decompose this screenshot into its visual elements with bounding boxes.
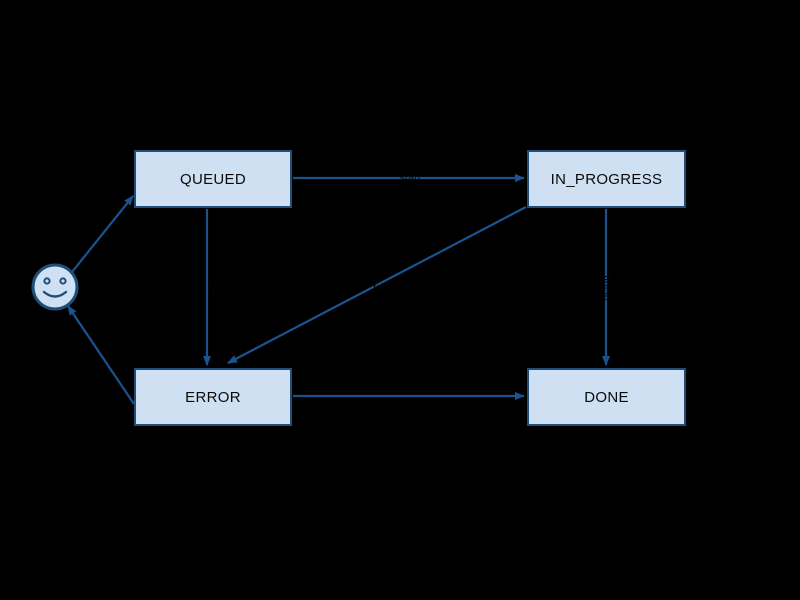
state-node-queued[interactable]: QUEUED (134, 150, 292, 208)
edge-error-to-start (67, 305, 135, 405)
edge-in-progress-to-error (227, 206, 527, 364)
state-node-label: DONE (584, 388, 629, 406)
edge-start-to-queued (71, 195, 134, 273)
state-node-label: ERROR (185, 388, 241, 406)
state-node-error[interactable]: ERROR (134, 368, 292, 426)
state-node-label: QUEUED (180, 170, 246, 188)
state-node-in-progress[interactable]: IN_PROGRESS (527, 150, 686, 208)
state-node-done[interactable]: DONE (527, 368, 686, 426)
smiley-face-icon[interactable] (31, 263, 79, 311)
state-node-label: IN_PROGRESS (550, 170, 663, 188)
